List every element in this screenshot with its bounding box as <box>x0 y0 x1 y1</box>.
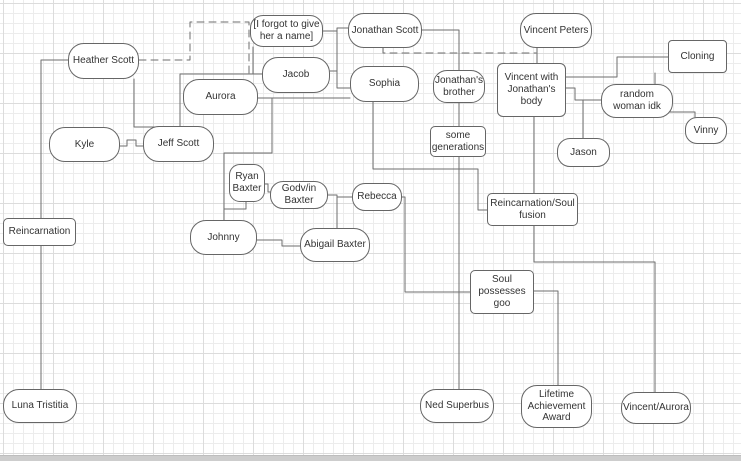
node-ned-superbus[interactable]: Ned Superbus <box>420 389 494 423</box>
connector-fusion-to-vincent-aurora <box>533 225 656 393</box>
connector-johnny-to-abigail <box>256 239 301 247</box>
connector-goo-to-lifetime <box>533 290 559 386</box>
node-rebecca[interactable]: Rebecca <box>352 183 402 211</box>
node-ryan-baxter[interactable]: Ryan Baxter <box>229 164 265 202</box>
node-abigail-baxter[interactable]: Abigail Baxter <box>300 228 370 262</box>
connector-heather-to-forgot-dashed <box>138 21 250 75</box>
node-sophia[interactable]: Sophia <box>350 66 419 102</box>
connector-ryan-to-johnny-line <box>223 201 247 210</box>
node-reincarnation-soul-fusion[interactable]: Reincarnation/Soul fusion <box>487 193 578 226</box>
node-cloning[interactable]: Cloning <box>668 40 727 73</box>
connector-jscott-to-vincent-dashed <box>382 47 537 54</box>
node-some-generations[interactable]: some generations <box>430 126 486 157</box>
node-heather-scott[interactable]: Heather Scott <box>68 43 139 79</box>
node-jeff-scott[interactable]: Jeff Scott <box>143 126 214 162</box>
node-forgot-name[interactable]: [I forgot to give her a name] <box>250 15 323 47</box>
node-jonathans-brother[interactable]: Jonathan's brother <box>433 70 485 103</box>
node-lifetime-achievement-award[interactable]: Lifetime Achievement Award <box>521 385 592 428</box>
horizontal-scrollbar[interactable] <box>0 455 741 461</box>
connector-jscott-junction-to-sophia <box>336 27 351 89</box>
node-jonathan-scott[interactable]: Jonathan Scott <box>348 13 422 48</box>
node-random-woman-idk[interactable]: random woman idk <box>601 84 673 118</box>
node-jason[interactable]: Jason <box>557 138 610 167</box>
connector-rebecca-to-goo <box>401 196 471 293</box>
connector-kyle-to-jeff <box>119 139 144 147</box>
connector-branch-to-johnny <box>223 97 273 222</box>
connector-heather-to-jeff <box>133 78 181 128</box>
connector-body-to-random-woman <box>565 87 602 101</box>
node-luna-tristitia[interactable]: Luna Tristitia <box>3 389 77 423</box>
connector-junction-to-jeff <box>179 73 250 128</box>
node-godvin-baxter[interactable]: Godv/in Baxter <box>270 181 328 209</box>
connector-sophia-to-fusion <box>372 101 488 211</box>
connector-ryan-to-godvin <box>264 183 271 193</box>
node-vincent-peters[interactable]: Vincent Peters <box>520 13 592 48</box>
connector-godvin-to-abigail <box>327 194 338 229</box>
node-vincent-with-jonathans-body[interactable]: Vincent with Jonathan's body <box>497 63 566 117</box>
node-reincarnation[interactable]: Reincarnation <box>3 218 76 246</box>
connector-jscott-to-brother <box>421 29 460 72</box>
node-vincent-aurora[interactable]: Vincent/Aurora <box>621 392 691 424</box>
node-aurora[interactable]: Aurora <box>183 79 258 115</box>
node-johnny[interactable]: Johnny <box>190 220 257 255</box>
connector-body-to-cloning <box>565 56 669 78</box>
node-vinny[interactable]: Vinny <box>685 117 727 144</box>
connector-heather-to-luna <box>40 59 69 391</box>
node-jacob[interactable]: Jacob <box>262 57 330 93</box>
node-soul-possesses-goo[interactable]: Soul possesses goo <box>470 270 534 314</box>
node-kyle[interactable]: Kyle <box>49 127 120 162</box>
